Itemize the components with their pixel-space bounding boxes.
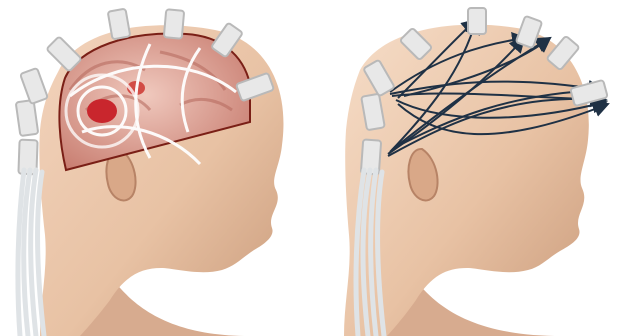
- cables: [18, 170, 44, 336]
- lesion: [87, 99, 117, 123]
- left-illustration: [0, 0, 312, 336]
- right-panel: [312, 0, 624, 336]
- right-illustration: [312, 0, 625, 336]
- left-panel: [0, 0, 312, 336]
